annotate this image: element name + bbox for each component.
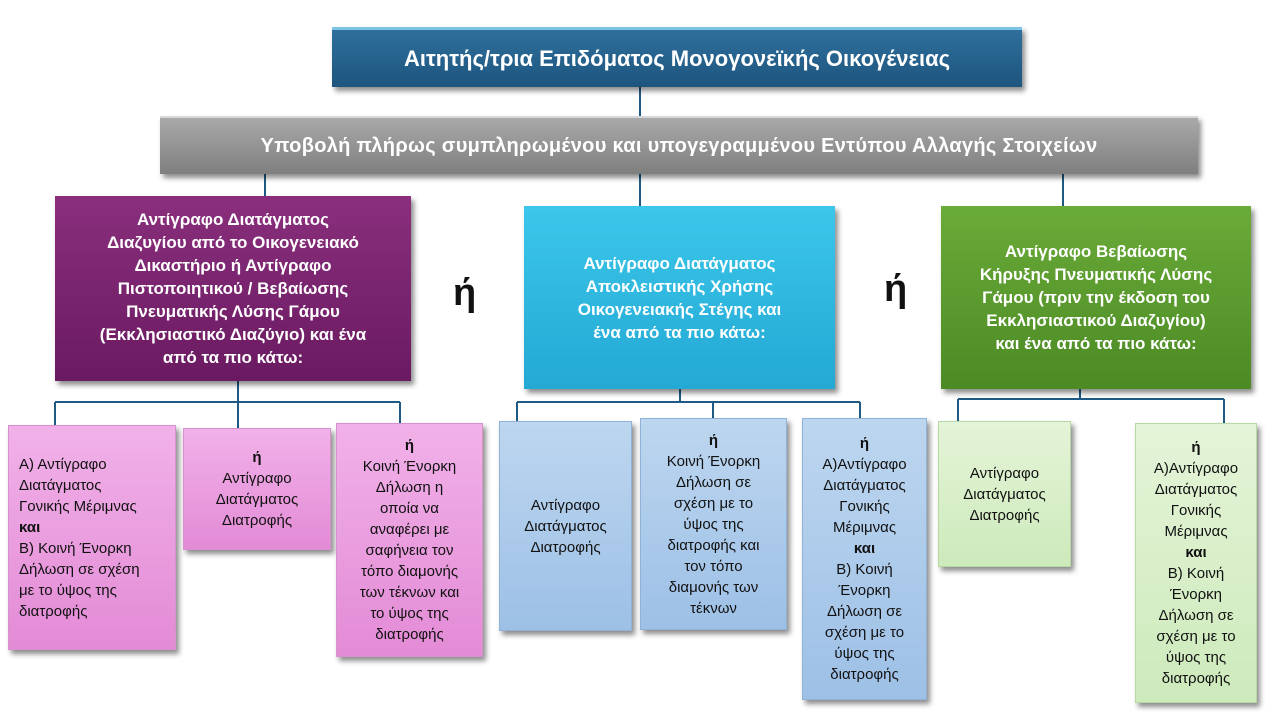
leaf-right-2: ή Α)Αντίγραφο Διατάγματος Γονικής Μέριμν… (1135, 423, 1257, 703)
leaf-left-1: Α) Αντίγραφο Διατάγματος Γονικής Μέριμνα… (8, 425, 176, 650)
leaf-line: διατροφής (830, 666, 899, 683)
leaf-line: διατροφής (375, 626, 444, 643)
category-line: Κήρυξης Πνευματικής Λύσης (979, 265, 1213, 284)
leaf-line: ή (404, 437, 415, 454)
leaf-middle-3: ή Α)Αντίγραφο Διατάγματος Γονικής Μέριμν… (802, 418, 927, 700)
leaf-line: Διατάγματος (19, 476, 102, 494)
leaf-left-2: ή Αντίγραφο Διατάγματος Διατροφής (183, 428, 331, 550)
leaf-line: τόπο διαμονής (360, 563, 459, 580)
leaf-line: σαφήνεια τον (365, 542, 454, 559)
leaf-line: Διατροφής (221, 512, 293, 529)
leaf-line: Διατάγματος (1154, 481, 1238, 498)
category-line: Δικαστήριο ή Αντίγραφο (134, 256, 332, 275)
leaf-line: Διατροφής (530, 538, 601, 556)
category-line: Αποκλειστικής Χρήσης (585, 276, 774, 296)
leaf-right-1: Αντίγραφο Διατάγματος Διατροφής (938, 421, 1071, 567)
leaf-line: Α)Αντίγραφο (822, 456, 907, 473)
leaf-line: διατροφής και (667, 536, 760, 554)
or-separator-2: ή (884, 268, 908, 310)
leaf-line: Αντίγραφο (969, 464, 1040, 482)
category-line: Πνευματικής Λύσης Γάμου (126, 302, 340, 321)
leaf-line: διατροφής (19, 602, 88, 620)
title-text: Αιτητής/τρια Επιδόματος Μονογονεϊκής Οικ… (403, 45, 951, 71)
connector-left-branch (54, 381, 401, 428)
leaf-line: Μέριμνας (1164, 523, 1228, 540)
leaf-line: Διατάγματος (524, 517, 607, 535)
connector-right-branch (957, 389, 1225, 423)
leaf-line: Δήλωση σε (826, 603, 903, 620)
leaf-line: διατροφής (1161, 670, 1231, 687)
leaf-line: σχέση με το (1156, 628, 1236, 645)
leaf-line: Αντίγραφο (222, 470, 292, 487)
category-line: Αντίγραφο Διατάγματος (136, 210, 330, 229)
leaf-line: ύψος της (1165, 649, 1227, 666)
leaf-line: αναφέρει με (369, 521, 450, 538)
leaf-left-3: ή Κοινή Ένορκη Δήλωση η οποία να αναφέρε… (336, 423, 483, 657)
category-line: (Εκκλησιαστικό Διαζύγιο) και ένα (99, 325, 367, 344)
title-box: Αιτητής/τρια Επιδόματος Μονογονεϊκής Οικ… (332, 27, 1022, 87)
leaf-line: των τέκνων και (359, 584, 460, 601)
leaf-line: Δήλωση σε (675, 473, 752, 491)
leaf-line: Κοινή Ένορκη (362, 458, 457, 475)
leaf-line: Δήλωση σε (1158, 607, 1234, 624)
category-line: Διαζυγίου από το Οικογενειακό (107, 233, 359, 252)
leaf-line: Β) Κοινή (836, 561, 893, 578)
category-line: ένα από τα πιο κάτω: (593, 322, 766, 342)
leaf-line: σχέση με το (824, 624, 905, 641)
category-line: Πιστοποιητικού / Βεβαίωσης (117, 279, 349, 298)
leaf-line: Α)Αντίγραφο (1153, 460, 1239, 477)
category-line: από τα πιο κάτω: (162, 348, 304, 367)
leaf-line: με το ύψος της (19, 581, 117, 599)
leaf-line: τον τόπο (684, 557, 743, 575)
leaf-line: Ένορκη (1170, 586, 1222, 603)
leaf-line: τέκνων (690, 599, 737, 617)
leaf-line: και (853, 540, 876, 557)
category-right-box: Αντίγραφο Βεβαίωσης Κήρυξης Πνευματικής … (941, 206, 1251, 389)
leaf-line: Γονικής (1170, 502, 1222, 519)
leaf-line: Δήλωση η (375, 479, 444, 496)
leaf-line: ή (708, 431, 719, 449)
category-line: Οικογενειακής Στέγης και (577, 299, 782, 319)
leaf-line: Γονικής Μέριμνας (19, 497, 137, 515)
category-left-box: Αντίγραφο Διατάγματος Διαζυγίου από το Ο… (55, 196, 411, 381)
leaf-line: και (19, 518, 41, 536)
leaf-line: ύψος της (834, 645, 895, 662)
leaf-line: Κοινή Ένορκη (666, 452, 761, 470)
leaf-line: Γονικής (839, 498, 890, 515)
leaf-line: οποία να (380, 500, 439, 517)
category-line: Αντίγραφο Διατάγματος (583, 253, 776, 273)
leaf-line: ή (252, 449, 262, 466)
category-line: Εκκλησιαστικού Διαζυγίου) (986, 311, 1206, 330)
category-line: και ένα από τα πιο κάτω: (995, 334, 1197, 353)
leaf-line: διαμονής των (668, 578, 759, 596)
leaf-line: σχέση με το (673, 494, 754, 512)
leaf-middle-2: ή Κοινή Ένορκη Δήλωση σε σχέση με το ύψο… (640, 418, 787, 630)
leaf-line: Β) Κοινή Ένορκη (19, 539, 132, 557)
leaf-line: και (1185, 544, 1207, 561)
or-separator-1: ή (453, 272, 477, 314)
category-middle-box: Αντίγραφο Διατάγματος Αποκλειστικής Χρήσ… (524, 206, 835, 389)
category-line: Γάμου (πριν την έκδοση του (982, 288, 1210, 307)
leaf-line: Διατροφής (969, 506, 1040, 524)
leaf-line: ή (859, 435, 870, 452)
leaf-line: Διατάγματος (215, 491, 299, 508)
leaf-line: Δήλωση σε σχέση (19, 560, 140, 578)
leaf-line: Α) Αντίγραφο (19, 455, 107, 473)
leaf-line: Μέριμνας (832, 519, 897, 536)
leaf-line: Διατάγματος (963, 485, 1046, 503)
leaf-line: Διατάγματος (823, 477, 906, 494)
banner-box: Υποβολή πλήρως συμπληρωμένου και υπογεγρ… (160, 116, 1198, 174)
leaf-line: το ύψος της (370, 605, 449, 622)
leaf-line: ύψος της (683, 515, 744, 533)
leaf-line: Ένορκη (838, 582, 891, 599)
leaf-line: Αντίγραφο (530, 496, 601, 514)
banner-text: Υποβολή πλήρως συμπληρωμένου και υπογεγρ… (260, 134, 1098, 157)
connector-middle-branch (516, 389, 861, 421)
leaf-line: ή (1191, 439, 1201, 456)
category-line: Αντίγραφο Βεβαίωσης (1004, 242, 1188, 261)
leaf-middle-1: Αντίγραφο Διατάγματος Διατροφής (499, 421, 632, 631)
leaf-line: Β) Κοινή (1167, 565, 1225, 582)
